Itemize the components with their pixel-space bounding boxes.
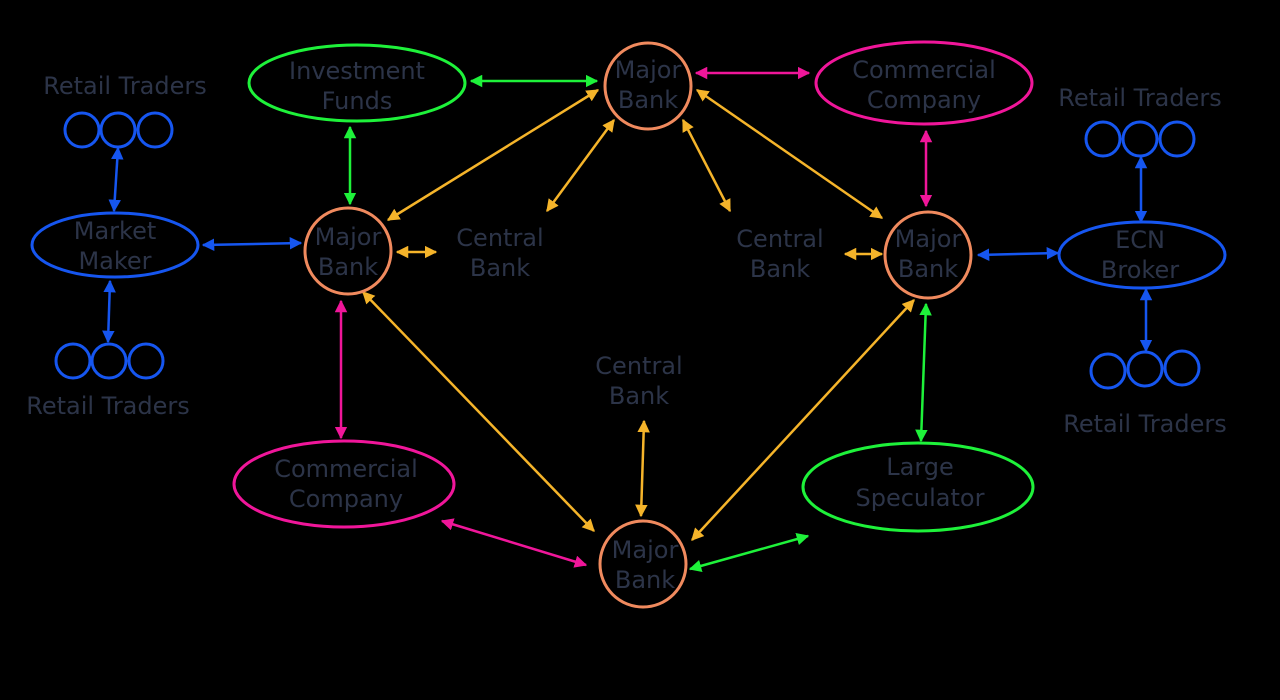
investment-funds-node: Investment Funds — [247, 43, 467, 123]
trader-circle — [127, 342, 165, 380]
large-speculator-node: Large Speculator — [801, 441, 1035, 533]
arrow-bank-bottom-to-speculator — [688, 533, 810, 572]
central-bank-middle-label-line2: Bank — [609, 382, 669, 410]
trader-circle — [1158, 120, 1196, 158]
major-bank-left-node: Major Bank — [303, 206, 393, 296]
commercial-company-bottom-ellipse — [232, 439, 456, 529]
commercial-company-top-label-line1: Commercial — [852, 56, 996, 84]
trader-circle — [1126, 350, 1164, 388]
commercial-company-bottom-node: Commercial Company — [232, 439, 456, 529]
green-arrows — [343, 74, 932, 572]
trader-circle — [1084, 120, 1122, 158]
arrow-bank-left-to-bank-bottom — [362, 291, 595, 532]
retail-traders-bottom-left-label: Retail Traders — [26, 392, 190, 420]
commercial-company-top-node: Commercial Company — [814, 40, 1034, 126]
central-bank-left-node: Central Bank — [456, 224, 543, 282]
trader-circle — [1089, 352, 1127, 390]
market-maker-label-line2: Maker — [78, 247, 151, 275]
retail-traders-top-left-circles — [63, 111, 174, 149]
central-bank-middle-label-line1: Central — [595, 352, 682, 380]
investment-funds-label-line2: Funds — [322, 87, 393, 115]
commercial-company-bottom-label-line1: Commercial — [274, 455, 418, 483]
major-bank-left-label-line2: Bank — [318, 253, 378, 281]
retail-traders-bottom-left: Retail Traders — [26, 342, 190, 420]
pink-arrows — [334, 66, 933, 568]
retail-traders-top-right: Retail Traders — [1058, 84, 1222, 158]
trader-circle — [99, 111, 137, 149]
arrow-bank-right-to-ecn — [976, 247, 1060, 261]
major-bank-top-circle — [603, 41, 693, 131]
major-bank-bottom-node: Major Bank — [598, 519, 688, 609]
market-maker-node: Market Maker — [30, 211, 200, 279]
ecn-broker-label-line1: ECN — [1115, 226, 1165, 254]
central-bank-left-label-line2: Bank — [470, 254, 530, 282]
major-bank-top-node: Major Bank — [603, 41, 693, 131]
arrow-bank-right-to-speculator — [915, 302, 932, 443]
major-bank-bottom-label-line1: Major — [612, 536, 679, 564]
trader-circle — [1121, 120, 1159, 158]
major-bank-bottom-label-line2: Bank — [615, 566, 675, 594]
arrow-market-maker-to-bank-left — [201, 236, 303, 252]
major-bank-top-label-line2: Bank — [618, 86, 678, 114]
major-bank-right-label-line2: Bank — [898, 255, 958, 283]
arrow-market-maker-to-retail-bl — [102, 279, 116, 344]
large-speculator-label-line2: Speculator — [856, 484, 985, 512]
trader-circle — [54, 342, 92, 380]
commercial-company-bottom-label-line2: Company — [289, 485, 403, 513]
retail-traders-bottom-right-circles — [1089, 349, 1201, 390]
arrow-bank-right-to-bank-bottom — [691, 299, 915, 541]
central-bank-right-label-line2: Bank — [750, 255, 810, 283]
central-bank-left-label-line1: Central — [456, 224, 543, 252]
trader-circle — [63, 111, 101, 149]
central-bank-right-node: Central Bank — [736, 225, 823, 283]
investment-funds-label-line1: Investment — [289, 57, 425, 85]
market-maker-ellipse — [30, 211, 200, 279]
major-bank-right-label-line1: Major — [895, 225, 962, 253]
trader-circle — [1163, 349, 1201, 387]
retail-traders-top-right-label: Retail Traders — [1058, 84, 1222, 112]
trader-circle — [136, 111, 174, 149]
arrow-central-mid-to-bank-bottom — [635, 419, 650, 518]
arrow-bank-top-to-central-left — [545, 118, 616, 213]
trader-circle — [90, 342, 128, 380]
retail-traders-top-left-label: Retail Traders — [43, 72, 207, 100]
large-speculator-ellipse — [801, 441, 1035, 533]
ecn-broker-label-line2: Broker — [1101, 256, 1179, 284]
ecn-broker-node: ECN Broker — [1057, 220, 1227, 290]
major-bank-right-node: Major Bank — [883, 210, 973, 300]
major-bank-bottom-circle — [598, 519, 688, 609]
retail-traders-bottom-right: Retail Traders — [1063, 349, 1227, 438]
market-maker-label-line1: Market — [74, 217, 157, 245]
investment-funds-ellipse — [247, 43, 467, 123]
arrow-commercial-bottom-to-bank-bottom — [440, 518, 588, 568]
central-bank-middle-node: Central Bank — [595, 352, 682, 410]
major-bank-left-label-line1: Major — [315, 223, 382, 251]
arrow-retail-tl-to-market-maker — [108, 146, 124, 213]
blue-arrows — [102, 146, 1153, 353]
central-bank-right-label-line1: Central — [736, 225, 823, 253]
large-speculator-label-line1: Large — [886, 453, 954, 481]
retail-traders-bottom-left-circles — [54, 342, 165, 380]
commercial-company-top-ellipse — [814, 40, 1034, 126]
major-bank-left-circle — [303, 206, 393, 296]
arrow-bank-top-to-central-right — [681, 118, 732, 213]
arrow-bank-top-to-bank-right — [695, 88, 884, 220]
ecn-broker-ellipse — [1057, 220, 1227, 290]
commercial-company-top-label-line2: Company — [867, 86, 981, 114]
major-bank-right-circle — [883, 210, 973, 300]
retail-traders-top-right-circles — [1084, 120, 1196, 158]
major-bank-top-label-line1: Major — [615, 56, 682, 84]
arrow-bank-top-to-bank-left — [386, 88, 600, 222]
gold-arrows — [362, 88, 915, 541]
retail-traders-bottom-right-label: Retail Traders — [1063, 410, 1227, 438]
retail-traders-top-left: Retail Traders — [43, 72, 207, 149]
